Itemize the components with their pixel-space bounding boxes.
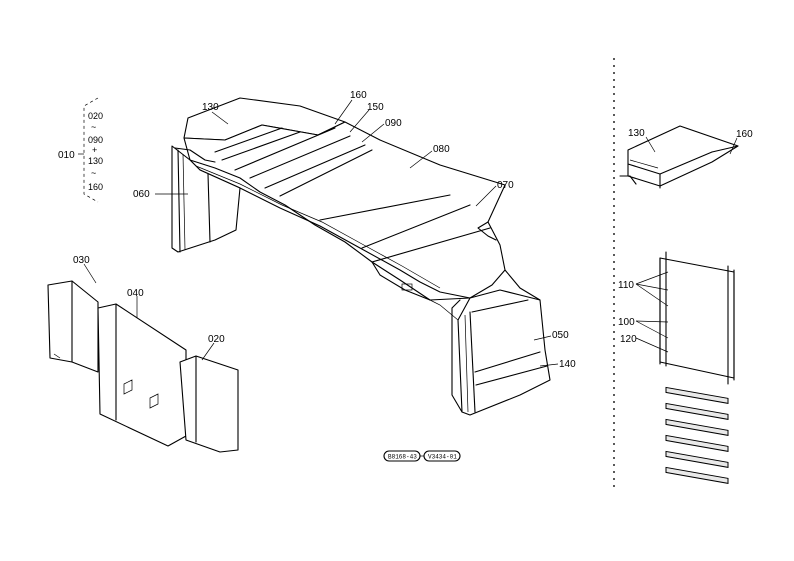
detail-roof-strip [619,125,739,189]
code-left: B8168-43 [388,454,417,461]
drawing-codes: B8168-43 V3434-01 [383,450,461,462]
detail-label-120: 120 [620,334,637,345]
label-150: 150 [367,102,384,113]
label-130: 130 [202,102,219,113]
label-160: 160 [350,90,367,101]
legend-020: 020 [88,111,103,121]
panel-040 [97,303,187,447]
panel-030 [47,280,99,373]
legend-tilde-1: ~ [91,122,96,132]
detail-label-130: 130 [628,128,645,139]
legend-labels: 010 020 ~ 090 + 130 ~ 160 [58,111,103,192]
code-right: V3434-01 [428,454,457,461]
label-060: 060 [133,189,150,200]
label-090: 090 [385,118,402,129]
leader-lines [83,99,738,367]
grille-slats [665,386,729,484]
legend-010: 010 [58,150,75,161]
label-030: 030 [73,255,90,266]
detail-label-110: 110 [618,280,634,291]
legend-130: 130 [88,156,103,166]
part-labels: 130 160 150 090 080 070 060 050 140 030 … [73,90,576,370]
legend-group [78,97,99,203]
legend-tilde-2: ~ [91,168,96,178]
legend-090: 090 [88,135,103,145]
legend-plus: + [92,145,97,155]
label-040: 040 [127,288,144,299]
detail-grille [659,251,735,484]
label-140: 140 [559,359,576,370]
canopy-assembly [171,97,551,416]
label-080: 080 [433,144,450,155]
detail-labels: 130 160 110 100 120 [618,128,753,345]
label-050: 050 [552,330,569,341]
detail-label-160: 160 [736,129,753,140]
legend-160: 160 [88,182,103,192]
detail-label-100: 100 [618,317,635,328]
label-070: 070 [497,180,514,191]
panel-020 [179,355,239,453]
label-020: 020 [208,334,225,345]
